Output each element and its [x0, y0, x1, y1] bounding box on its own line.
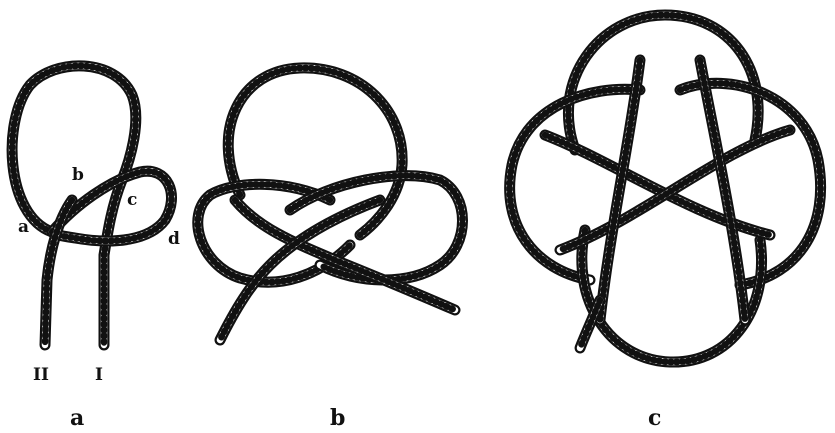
end-label: I: [95, 365, 103, 385]
rope-strand: [600, 60, 640, 320]
panel-c-diagram: c: [510, 15, 821, 431]
point-label: a: [18, 217, 29, 237]
panel-caption: a: [70, 405, 84, 431]
panel-a-diagram: a b c d II I a: [12, 66, 180, 431]
rope-strand: [700, 60, 745, 320]
panel-b-diagram: b: [198, 68, 463, 431]
rope-strand: [228, 68, 402, 235]
point-label: d: [168, 229, 180, 249]
end-label: II: [33, 365, 49, 385]
rope-strand: [680, 83, 821, 285]
point-label: b: [72, 165, 84, 185]
panel-caption: c: [648, 405, 661, 431]
panel-caption: b: [330, 405, 345, 431]
point-label: c: [127, 190, 137, 210]
